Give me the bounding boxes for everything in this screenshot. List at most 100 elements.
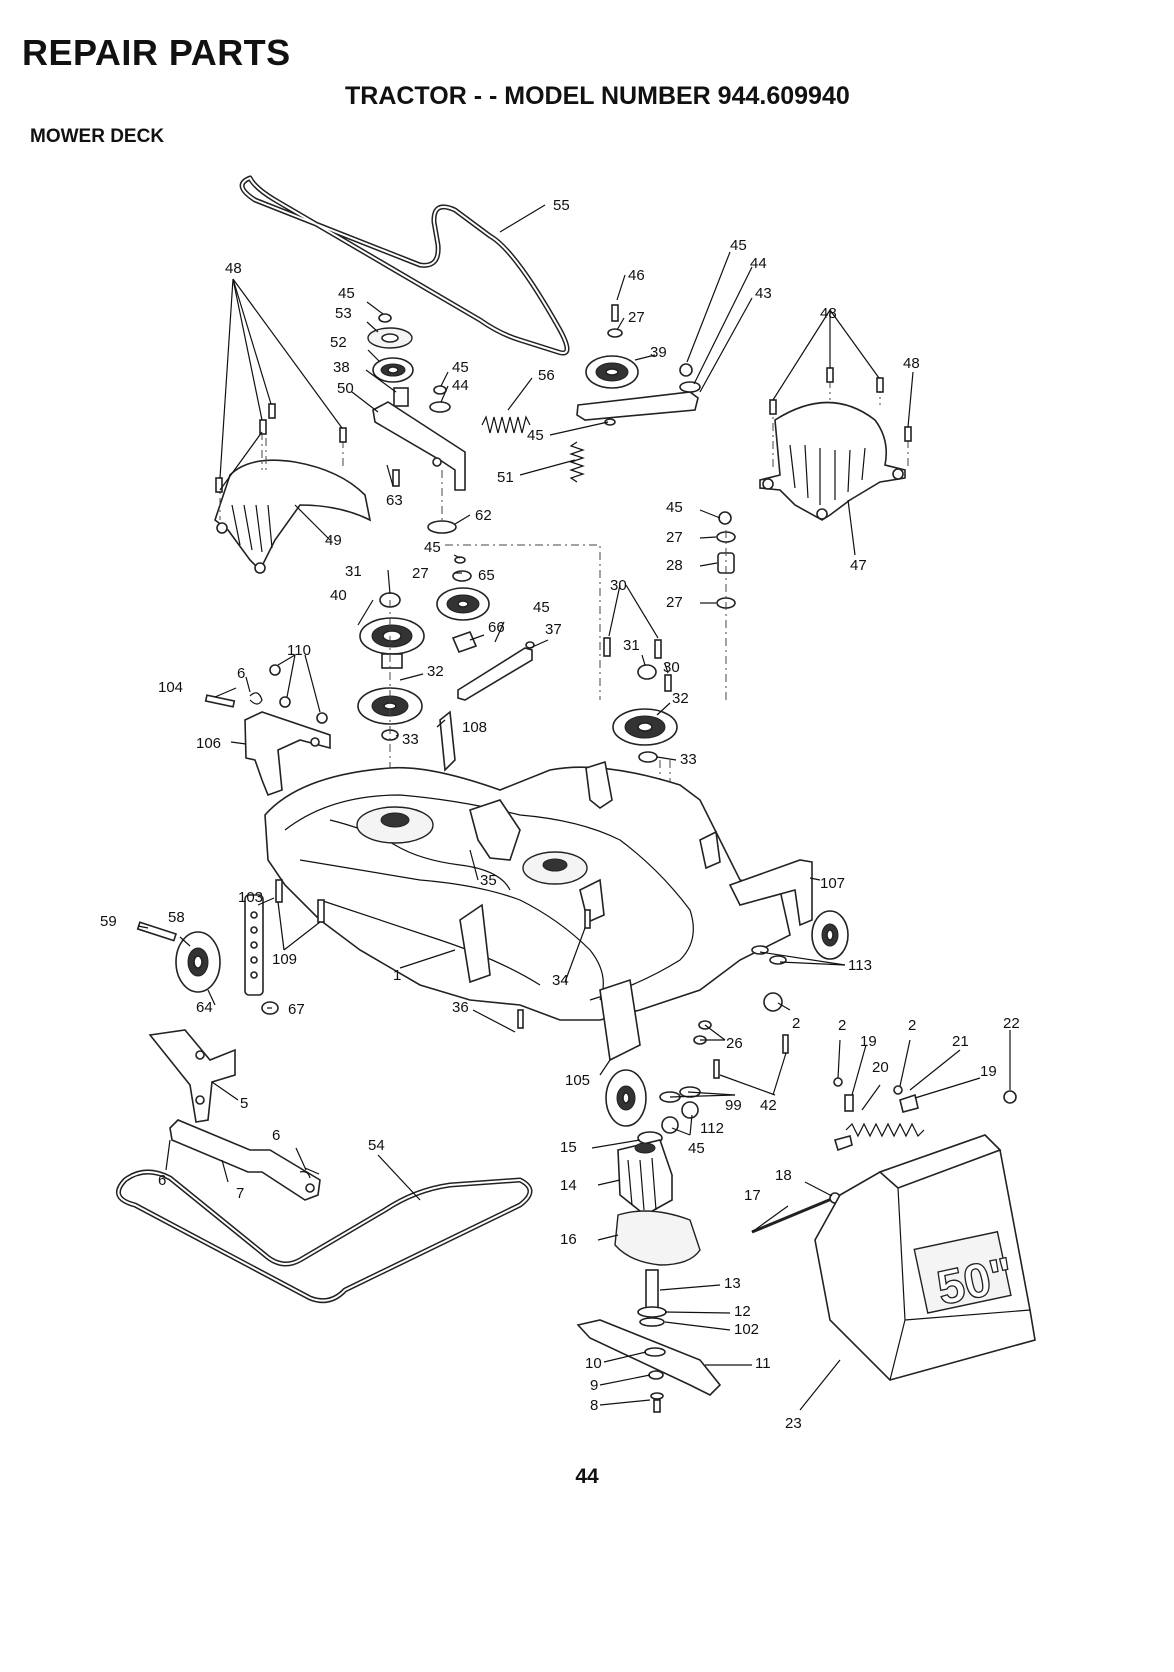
callout-62: 62	[475, 507, 492, 524]
callout-34: 34	[552, 972, 569, 989]
callout-103: 103	[238, 889, 263, 906]
callout-33: 33	[680, 751, 697, 768]
deflector-spring-assembly	[833, 1077, 925, 1152]
callout-23: 23	[785, 1415, 802, 1432]
callout-36: 36	[452, 999, 469, 1016]
right-hanger-107	[728, 859, 849, 960]
callout-45: 45	[533, 599, 550, 616]
callout-33: 33	[402, 731, 419, 748]
callout-54: 54	[368, 1137, 385, 1154]
left-belt-cover-49	[214, 420, 372, 574]
callout-11: 11	[755, 1355, 771, 1372]
right-belt-cover-47	[759, 380, 909, 521]
callout-46: 46	[628, 267, 645, 284]
callout-102: 102	[734, 1321, 759, 1338]
callout-26: 26	[726, 1035, 743, 1052]
callout-52: 52	[330, 334, 347, 351]
idler-arm-assembly	[576, 304, 701, 426]
callout-113: 113	[848, 957, 872, 974]
callout-38: 38	[333, 359, 350, 376]
callout-45: 45	[730, 237, 747, 254]
callout-45: 45	[424, 539, 441, 556]
callout-99: 99	[725, 1097, 742, 1114]
callout-64: 64	[196, 999, 213, 1016]
callout-112: 112	[700, 1120, 724, 1137]
callout-30: 30	[610, 577, 627, 594]
callout-1: 1	[393, 967, 401, 984]
callout-65: 65	[478, 567, 495, 584]
callout-2: 2	[908, 1017, 916, 1034]
callout-32: 32	[427, 663, 444, 680]
callout-13: 13	[724, 1275, 741, 1292]
callout-45: 45	[338, 285, 355, 302]
callout-18: 18	[775, 1167, 792, 1184]
callout-labels: 55 45 53 52 48 38 50 45 44 56 45 51 63 6…	[100, 197, 1020, 1432]
spacer-stack	[716, 511, 736, 700]
section-title: REPAIR PARTS	[22, 32, 291, 73]
callout-28: 28	[666, 557, 683, 574]
left-deck-pulleys	[357, 592, 425, 780]
callout-30: 30	[663, 659, 680, 676]
callout-59: 59	[100, 913, 117, 930]
callout-109: 109	[272, 951, 297, 968]
callout-19: 19	[980, 1063, 997, 1080]
callout-44: 44	[750, 255, 767, 272]
callout-14: 14	[560, 1177, 577, 1194]
callout-104: 104	[158, 679, 183, 696]
callout-19: 19	[860, 1033, 877, 1050]
callout-32: 32	[672, 690, 689, 707]
callout-45: 45	[666, 499, 683, 516]
callout-20: 20	[872, 1059, 889, 1076]
callout-35: 35	[480, 872, 497, 889]
callout-8: 8	[590, 1397, 598, 1414]
callout-66: 66	[488, 619, 505, 636]
belt-54	[115, 1169, 533, 1304]
callout-27: 27	[666, 594, 683, 611]
callout-27: 27	[412, 565, 429, 582]
callout-107: 107	[820, 875, 845, 892]
callout-31: 31	[345, 563, 362, 580]
callout-49: 49	[325, 532, 342, 549]
callout-56: 56	[538, 367, 555, 384]
callout-48-left: 48	[225, 260, 242, 277]
callout-105: 105	[565, 1072, 590, 1089]
leader-lines	[137, 204, 1011, 1411]
callout-6: 6	[158, 1172, 166, 1189]
callout-21: 21	[952, 1033, 969, 1050]
callout-15: 15	[560, 1139, 577, 1156]
center-idler	[436, 556, 535, 701]
callout-16: 16	[560, 1231, 577, 1248]
callout-31: 31	[623, 637, 640, 654]
callout-108: 108	[462, 719, 487, 736]
callout-44: 44	[452, 377, 469, 394]
callout-45: 45	[527, 427, 544, 444]
callout-2: 2	[792, 1015, 800, 1032]
callout-48-far-right: 48	[903, 355, 920, 372]
bolts-48-left	[215, 403, 347, 493]
discharge-chute-23: 50"	[814, 1134, 1036, 1381]
front-wheel-105	[599, 978, 647, 1127]
callout-39: 39	[650, 344, 667, 361]
callout-50: 50	[337, 380, 354, 397]
callout-48-right: 48	[820, 305, 837, 322]
subsection-title: MOWER DECK	[30, 126, 165, 147]
callout-22: 22	[1003, 1015, 1020, 1032]
callout-6: 6	[272, 1127, 280, 1144]
callout-58: 58	[168, 909, 185, 926]
left-hanger-106	[204, 664, 331, 797]
upper-idler-parts	[367, 313, 585, 534]
callout-47: 47	[850, 557, 867, 574]
callout-53: 53	[335, 305, 352, 322]
callout-17: 17	[744, 1187, 761, 1204]
callout-51: 51	[497, 469, 514, 486]
callout-9: 9	[590, 1377, 598, 1394]
mower-deck-housing-1	[264, 710, 791, 1021]
callout-7: 7	[236, 1185, 244, 1202]
deck-small-hardware	[693, 945, 787, 1045]
callout-27: 27	[666, 529, 683, 546]
spindle-and-blade	[576, 1139, 722, 1413]
callout-43: 43	[755, 285, 772, 302]
callout-40: 40	[330, 587, 347, 604]
